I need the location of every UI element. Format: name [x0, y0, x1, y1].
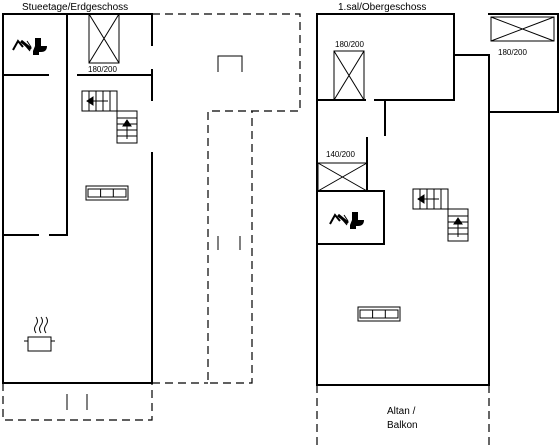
upper-stairs-icon [412, 188, 469, 242]
ground-floor-title: Stueetage/Erdgeschoss [22, 2, 128, 13]
ground-stairs-icon [81, 90, 138, 144]
ground-bed [88, 13, 120, 64]
upper-bed-small [317, 162, 368, 192]
upper-floor-title: 1.sal/Obergeschoss [338, 2, 426, 13]
upper-bed-main [333, 50, 365, 101]
ground-floor-walls [2, 13, 153, 384]
upper-bed-corner-size: 180/200 [498, 48, 527, 57]
kitchen-pot-icon [24, 316, 55, 352]
upper-bed-main-size: 180/200 [335, 40, 364, 49]
upper-sofa-icon [357, 306, 401, 322]
ground-sofa-icon [85, 185, 129, 201]
ground-floor-terrace [2, 13, 301, 421]
balcony-label-line2: Balkon [387, 420, 418, 431]
ground-toilet-icon [11, 36, 49, 57]
upper-bed-corner [490, 16, 555, 42]
balcony-label-line1: Altan / [387, 406, 416, 417]
upper-bed-small-size: 140/200 [326, 150, 355, 159]
ground-bed-size: 180/200 [88, 65, 117, 74]
upper-toilet-icon [328, 210, 366, 231]
upper-balcony [316, 385, 490, 448]
